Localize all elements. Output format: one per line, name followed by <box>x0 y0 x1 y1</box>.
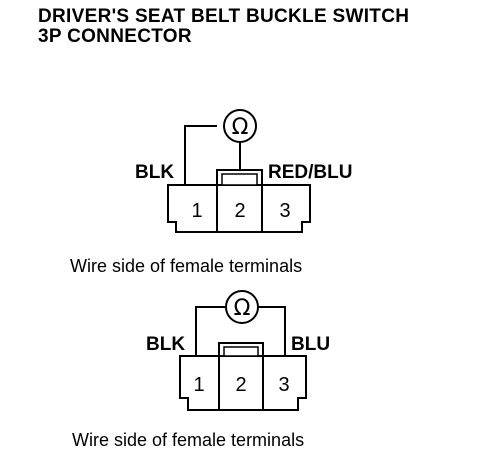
terminal-pin-1: 1 <box>193 374 204 396</box>
ohmmeter-icon: Ω <box>223 109 257 143</box>
ohmmeter-probe-wire-left <box>184 125 217 198</box>
diagram-title-line-1: DRIVER'S SEAT BELT BUCKLE SWITCH <box>38 6 410 27</box>
svg-text:2: 2 <box>235 374 246 396</box>
terminal-pin-3: 3 <box>279 200 290 222</box>
wire-label-right: BLU <box>291 334 330 355</box>
svg-text:Ω: Ω <box>232 115 249 140</box>
terminal-pin-2: 2 <box>234 200 245 222</box>
svg-text:3: 3 <box>279 200 290 222</box>
connector-caption: Wire side of female terminals <box>72 430 304 450</box>
connector-3p-body: 1 2 3 <box>179 342 307 411</box>
connector-3p-body: 1 2 3 <box>167 169 311 233</box>
wire-label-left: BLK <box>146 334 185 355</box>
wire-label-left: BLK <box>135 162 174 183</box>
svg-text:2: 2 <box>234 200 245 222</box>
diagram-1: Ω 1 2 3 BLK RED/BLU Wire side of female … <box>70 109 352 276</box>
diagram-title-line-2: 3P CONNECTOR <box>38 26 192 47</box>
terminal-pin-3: 3 <box>278 374 289 396</box>
ohmmeter-probe-wire-left <box>195 306 226 370</box>
wire-label-right: RED/BLU <box>268 162 352 183</box>
ohmmeter-probe-wire-right <box>258 306 286 370</box>
svg-text:3: 3 <box>278 374 289 396</box>
terminal-pin-1: 1 <box>191 200 202 222</box>
connector-caption: Wire side of female terminals <box>70 256 302 276</box>
svg-text:1: 1 <box>191 200 202 222</box>
svg-text:Ω: Ω <box>234 296 251 321</box>
ohmmeter-icon: Ω <box>225 290 259 324</box>
diagram-2: Ω 1 2 3 BLK BLU Wire side of female term… <box>72 290 330 450</box>
terminal-pin-2: 2 <box>235 374 246 396</box>
svg-text:1: 1 <box>193 374 204 396</box>
